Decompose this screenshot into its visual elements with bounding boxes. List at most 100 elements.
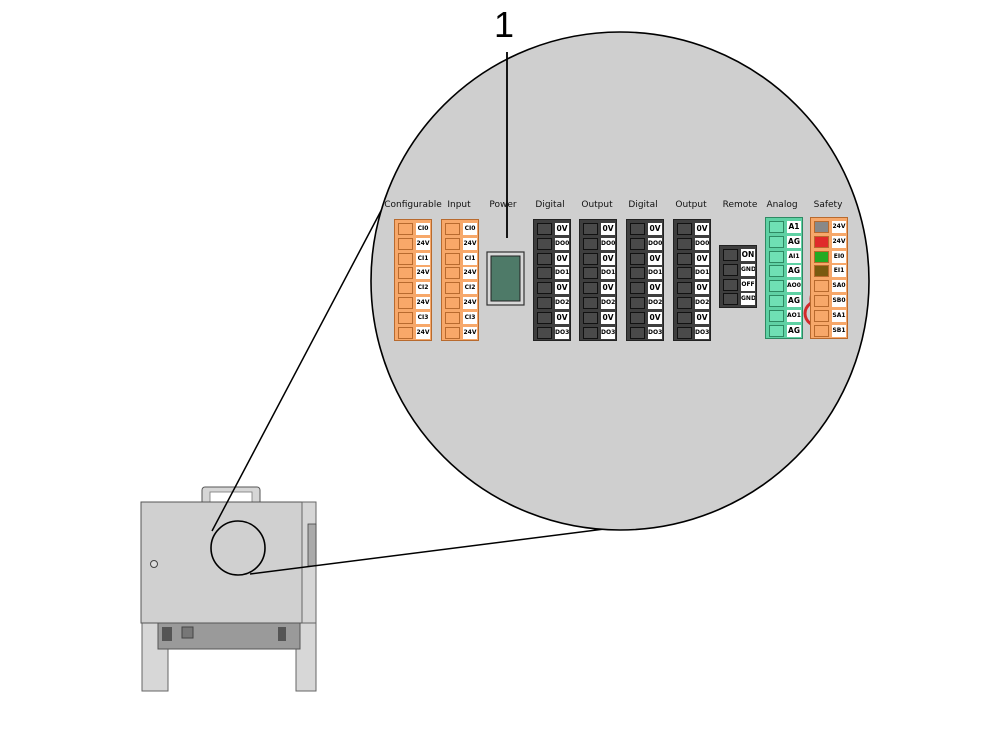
- terminal-digital-1-2[interactable]: 0V: [534, 252, 570, 267]
- terminal-analog-2[interactable]: AI1: [766, 250, 802, 265]
- terminal-digital-2-2[interactable]: 0V: [627, 252, 663, 267]
- terminal-input-4[interactable]: CI2: [442, 281, 478, 296]
- terminal-configurable-0[interactable]: CI0: [395, 222, 431, 237]
- terminal-analog-3[interactable]: AG: [766, 264, 802, 279]
- terminal-digital-2-3[interactable]: DO1: [627, 266, 663, 281]
- terminal-output-1-3[interactable]: DO1: [580, 266, 616, 281]
- terminal-analog-0[interactable]: A1: [766, 220, 802, 235]
- terminal-output-1-1[interactable]: DO0: [580, 237, 616, 252]
- terminal-label: DO3: [648, 326, 662, 339]
- terminal-digital-1-6[interactable]: 0V: [534, 311, 570, 326]
- terminal-label: CI2: [416, 282, 430, 295]
- terminal-screw-slot: [677, 252, 692, 265]
- terminal-output-2-3[interactable]: DO1: [674, 266, 710, 281]
- terminal-output-2-1[interactable]: DO0: [674, 237, 710, 252]
- terminal-configurable-1[interactable]: 24V: [395, 237, 431, 252]
- terminal-output-2-6[interactable]: 0V: [674, 311, 710, 326]
- terminal-configurable-6[interactable]: CI3: [395, 311, 431, 326]
- terminal-screw-slot: [537, 326, 552, 339]
- terminal-output-1-7[interactable]: DO3: [580, 326, 616, 341]
- terminal-digital-2-6[interactable]: 0V: [627, 311, 663, 326]
- terminal-output-1-6[interactable]: 0V: [580, 311, 616, 326]
- terminal-input-6[interactable]: CI3: [442, 311, 478, 326]
- terminal-output-1-5[interactable]: DO2: [580, 296, 616, 311]
- terminal-label: DO3: [695, 326, 709, 339]
- terminal-digital-1-5[interactable]: DO2: [534, 296, 570, 311]
- terminal-screw-slot: [814, 324, 829, 337]
- terminal-analog-4[interactable]: AO0: [766, 279, 802, 294]
- terminal-digital-2-4[interactable]: 0V: [627, 281, 663, 296]
- terminal-label: AG: [787, 235, 801, 248]
- terminal-safety-4[interactable]: SA0: [811, 279, 847, 294]
- terminal-output-1-2[interactable]: 0V: [580, 252, 616, 267]
- group-label-safety: Safety: [813, 200, 843, 210]
- terminal-screw-slot: [630, 237, 645, 250]
- group-label-remote: Remote: [722, 200, 758, 210]
- terminal-safety-3[interactable]: EI1: [811, 264, 847, 279]
- terminal-safety-1[interactable]: 24V: [811, 235, 847, 250]
- terminal-screw-slot: [398, 326, 413, 339]
- terminal-safety-0[interactable]: 24V: [811, 220, 847, 235]
- terminal-output-1-4[interactable]: 0V: [580, 281, 616, 296]
- terminal-safety-2[interactable]: EI0: [811, 250, 847, 265]
- terminal-digital-2-0[interactable]: 0V: [627, 222, 663, 237]
- terminal-screw-slot: [723, 249, 738, 261]
- terminal-digital-1-0[interactable]: 0V: [534, 222, 570, 237]
- terminal-screw-slot: [583, 267, 598, 280]
- terminal-analog-1[interactable]: AG: [766, 235, 802, 250]
- base-connector-right: [278, 627, 286, 641]
- terminal-configurable-2[interactable]: CI1: [395, 252, 431, 267]
- terminal-input-0[interactable]: CI0: [442, 222, 478, 237]
- terminal-configurable-4[interactable]: CI2: [395, 281, 431, 296]
- terminal-screw-slot: [398, 267, 413, 280]
- terminal-configurable-5[interactable]: 24V: [395, 296, 431, 311]
- terminal-screw-slot: [537, 252, 552, 265]
- terminal-remote-2[interactable]: OFF: [720, 278, 756, 293]
- terminal-label: DO1: [648, 267, 662, 280]
- terminal-label: 0V: [555, 311, 569, 324]
- terminal-output-2-2[interactable]: 0V: [674, 252, 710, 267]
- terminal-digital-2-1[interactable]: DO0: [627, 237, 663, 252]
- terminal-analog-5[interactable]: AG: [766, 294, 802, 309]
- terminal-digital-1-3[interactable]: DO1: [534, 266, 570, 281]
- terminal-output-2-5[interactable]: DO2: [674, 296, 710, 311]
- terminal-digital-2-7[interactable]: DO3: [627, 326, 663, 341]
- terminal-input-1[interactable]: 24V: [442, 237, 478, 252]
- terminal-safety-7[interactable]: SB1: [811, 324, 847, 339]
- terminal-remote-3[interactable]: GND: [720, 292, 756, 307]
- terminal-output-2-0[interactable]: 0V: [674, 222, 710, 237]
- terminal-label: CI1: [463, 252, 477, 265]
- terminal-analog-6[interactable]: AO1: [766, 309, 802, 324]
- terminal-digital-1-4[interactable]: 0V: [534, 281, 570, 296]
- terminal-input-3[interactable]: 24V: [442, 266, 478, 281]
- terminal-output-2-4[interactable]: 0V: [674, 281, 710, 296]
- terminal-remote-1[interactable]: GND: [720, 263, 756, 278]
- terminal-analog-7[interactable]: AG: [766, 324, 802, 339]
- terminal-configurable-3[interactable]: 24V: [395, 266, 431, 281]
- terminal-configurable-7[interactable]: 24V: [395, 326, 431, 341]
- terminal-label: 24V: [463, 297, 477, 309]
- terminal-label: SA1: [832, 309, 846, 322]
- terminal-output-1-0[interactable]: 0V: [580, 222, 616, 237]
- terminal-safety-5[interactable]: SB0: [811, 294, 847, 309]
- terminal-screw-slot: [814, 221, 829, 233]
- terminal-input-2[interactable]: CI1: [442, 252, 478, 267]
- terminal-label: 24V: [832, 221, 846, 233]
- terminal-remote-0[interactable]: ON: [720, 248, 756, 263]
- terminal-digital-1-7[interactable]: DO3: [534, 326, 570, 341]
- terminal-screw-slot: [814, 235, 829, 248]
- terminal-input-7[interactable]: 24V: [442, 326, 478, 341]
- terminal-screw-slot: [445, 326, 460, 339]
- terminal-label: 24V: [416, 237, 430, 250]
- terminal-label: OFF: [741, 278, 755, 291]
- terminal-digital-2-5[interactable]: DO2: [627, 296, 663, 311]
- terminal-digital-1-1[interactable]: DO0: [534, 237, 570, 252]
- terminal-label: 24V: [416, 326, 430, 339]
- terminal-input-5[interactable]: 24V: [442, 296, 478, 311]
- terminal-screw-slot: [677, 282, 692, 295]
- terminal-safety-6[interactable]: SA1: [811, 309, 847, 324]
- terminal-output-2-7[interactable]: DO3: [674, 326, 710, 341]
